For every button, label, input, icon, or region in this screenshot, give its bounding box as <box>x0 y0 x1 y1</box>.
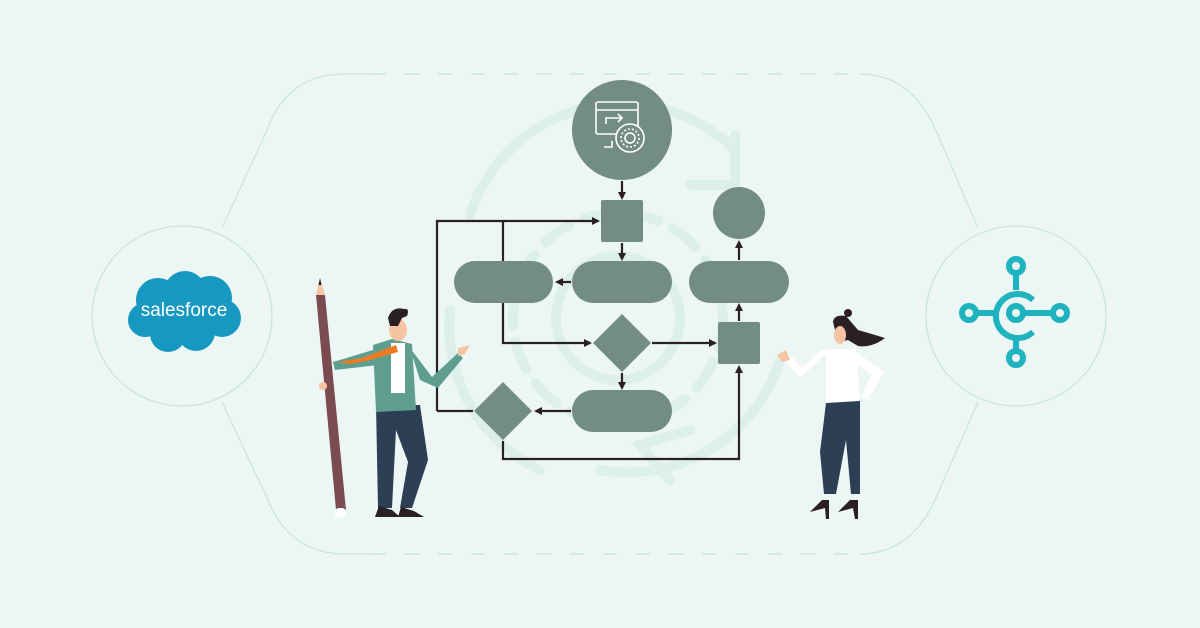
computer-gear-icon <box>595 101 645 153</box>
decision-diamond-middle <box>593 314 651 372</box>
outer-frame <box>91 73 1107 555</box>
salesforce-logo-text: salesforce <box>141 300 228 321</box>
pencil <box>316 295 346 510</box>
pill-right <box>689 261 789 303</box>
man-with-pencil-figure <box>316 278 470 518</box>
flowchart-connectors <box>435 181 743 461</box>
business-central-icon <box>959 256 1070 368</box>
end-circle <box>713 187 765 239</box>
pill-bottom <box>572 390 672 432</box>
process-square-right <box>718 322 760 364</box>
pill-middle <box>572 261 672 303</box>
pill-left <box>454 261 553 303</box>
decision-diamond-left <box>474 382 532 440</box>
process-square-top <box>601 200 643 242</box>
salesforce-logo: salesforce <box>128 271 241 352</box>
woman-figure <box>777 309 885 519</box>
